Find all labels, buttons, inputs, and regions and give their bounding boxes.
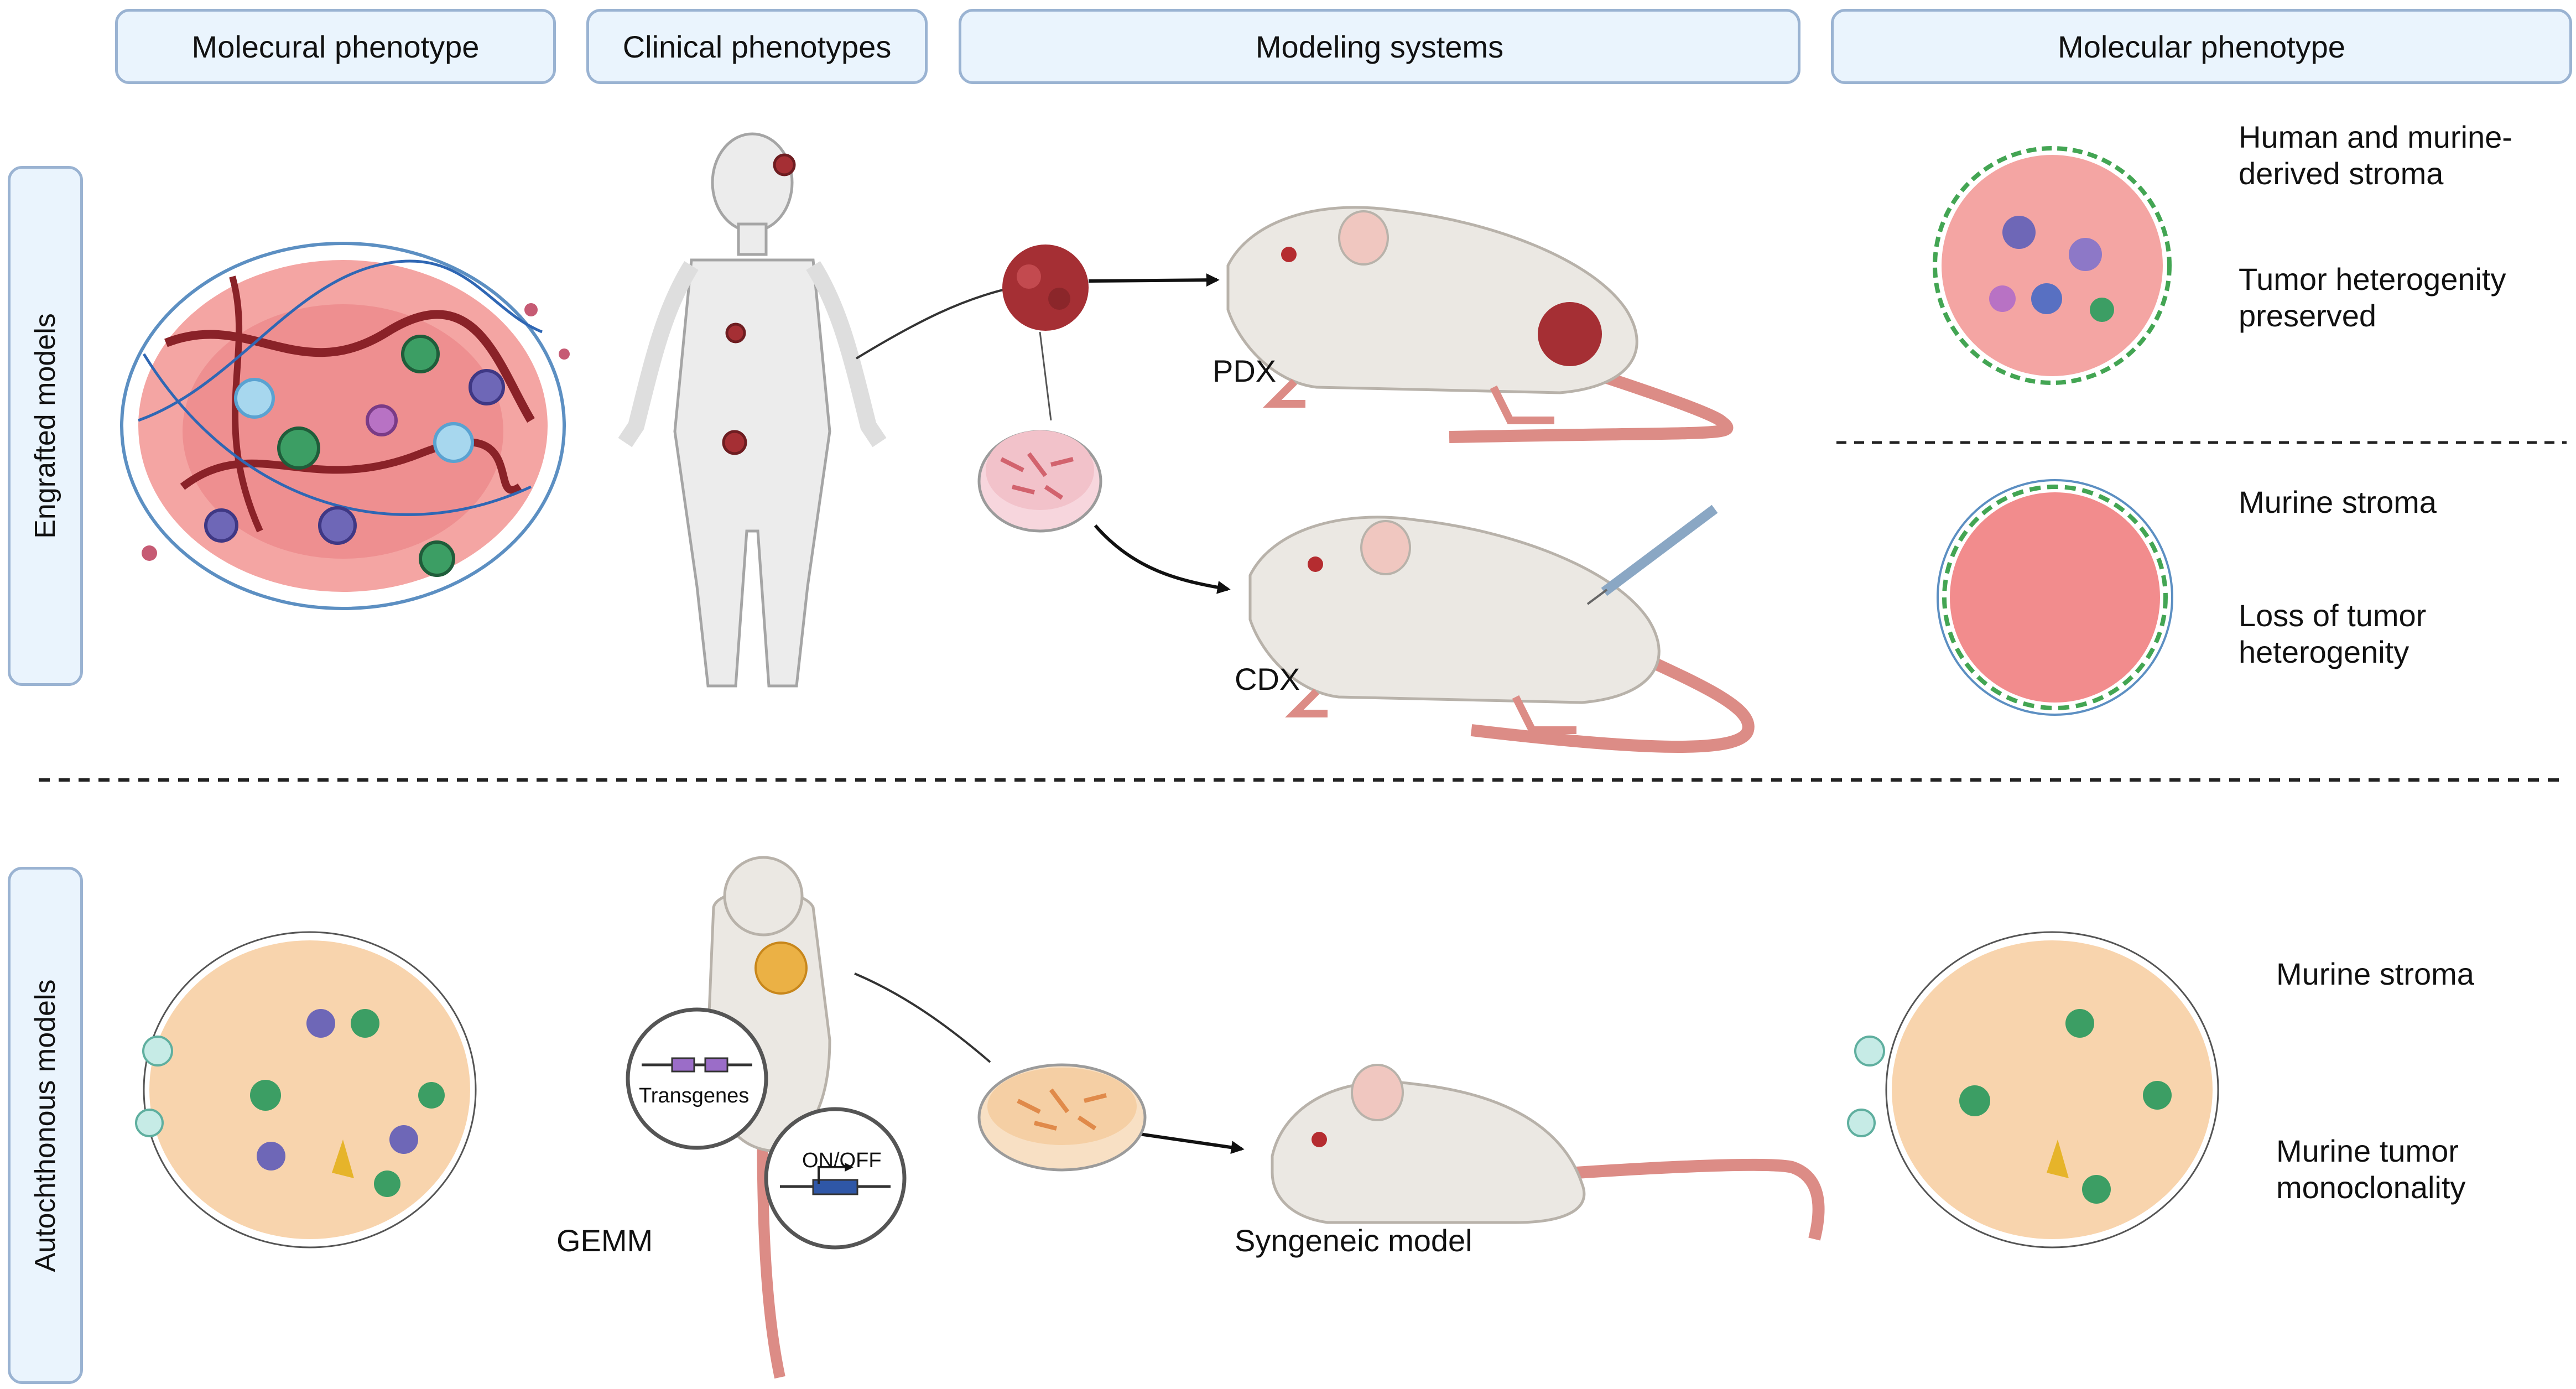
murine-tumor-microenvironment-left (135, 931, 477, 1248)
child-figure (618, 132, 887, 688)
tumor-thigh (722, 430, 747, 455)
label-on-off: ON/OFF (802, 1149, 882, 1172)
auto-phenotype-line3: monoclonality (2276, 1170, 2466, 1205)
header-molecular-phenotype-left: Molecural phenotype (115, 9, 556, 84)
petri-dish-human-cells (977, 430, 1102, 533)
row-label-engrafted: Engrafted models (8, 166, 83, 686)
label-syngeneic: Syngeneic model (1235, 1223, 1472, 1258)
label-gemm: GEMM (556, 1223, 653, 1258)
cdx-phenotype-line1: Murine stroma (2239, 485, 2437, 519)
transgenes-circle (626, 1007, 768, 1150)
tumor-chest (725, 322, 746, 344)
tumor-head (773, 153, 796, 176)
patient-tumor-fragment (1002, 244, 1089, 331)
murine-tumor-microenvironment-right (1847, 931, 2219, 1248)
header-clinical-phenotypes: Clinical phenotypes (586, 9, 928, 84)
cdx-mouse (1248, 504, 1755, 753)
auto-phenotype-line1: Murine stroma (2276, 956, 2474, 991)
cdx-phenotype-line2: Loss of tumor (2239, 598, 2427, 633)
cdx-phenotype-line3: heterogenity (2239, 634, 2410, 669)
pdx-phenotype-tumor (1933, 146, 2172, 385)
label-transgenes: Transgenes (639, 1084, 750, 1107)
pdx-phenotype-line3: Tumor heterogenity (2239, 262, 2506, 296)
human-tumor-microenvironment (120, 242, 570, 610)
syngeneic-mouse (1271, 1064, 1825, 1241)
auto-phenotype-line2: Murine tumor (2276, 1133, 2459, 1168)
pdx-phenotype-line4: preserved (2239, 298, 2377, 333)
cdx-phenotype-tumor (1937, 479, 2173, 716)
label-cdx: CDX (1235, 662, 1300, 696)
gemm-mouse (626, 856, 907, 1379)
header-modeling-systems: Modeling systems (959, 9, 1800, 84)
pdx-mouse (1226, 206, 1734, 443)
on-off-circle (764, 1107, 907, 1250)
petri-dish-murine-cells (977, 1063, 1147, 1172)
row-label-autochthonous: Autochthonous models (8, 867, 83, 1384)
pdx-phenotype-line2: derived stroma (2239, 156, 2444, 191)
label-pdx: PDX (1212, 353, 1277, 388)
syringe-icon (1586, 504, 1718, 605)
header-molecular-phenotype-right: Molecular phenotype (1831, 9, 2572, 84)
pdx-phenotype-line1: Human and murine- (2239, 119, 2512, 154)
